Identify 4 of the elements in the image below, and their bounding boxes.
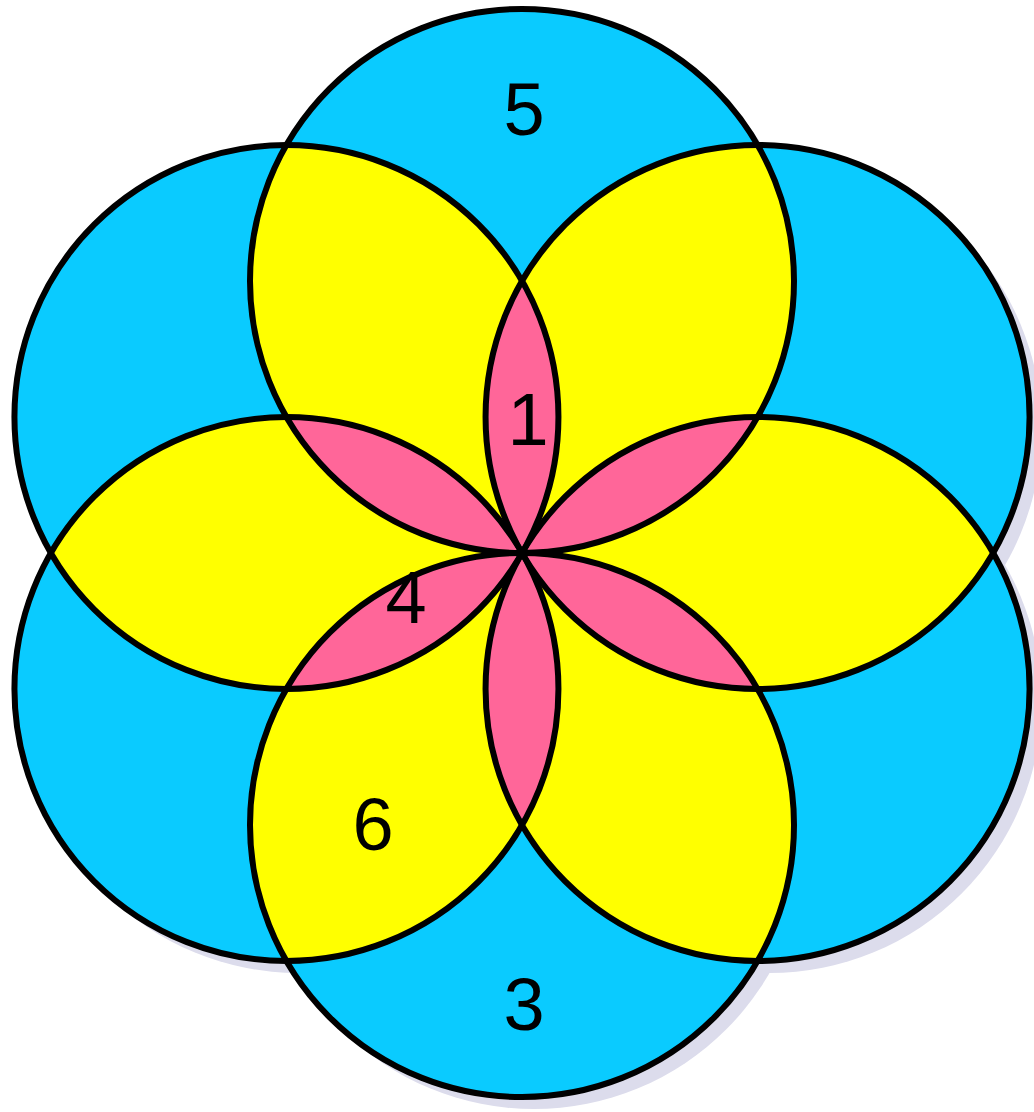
region-number: 5 (503, 73, 545, 147)
region-number: 1 (507, 383, 549, 457)
region-number: 3 (503, 968, 545, 1042)
region-number: 6 (352, 788, 394, 862)
